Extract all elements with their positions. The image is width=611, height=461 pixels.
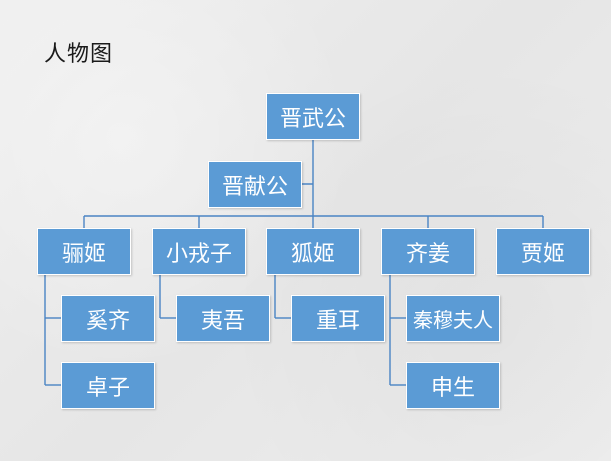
node-zhuozi: 卓子 xyxy=(61,362,155,409)
node-jin-xiangong: 晋献公 xyxy=(208,161,302,208)
node-jiaji: 贾姬 xyxy=(496,228,590,275)
page-title: 人物图 xyxy=(44,42,114,67)
node-xiqi: 奚齐 xyxy=(61,295,155,342)
node-chonger: 重耳 xyxy=(291,295,385,342)
node-qijiang: 齐姜 xyxy=(381,228,475,275)
node-liji: 骊姬 xyxy=(37,228,131,275)
node-qinmu-furen: 秦穆夫人 xyxy=(406,295,500,342)
node-jin-wugong: 晋武公 xyxy=(266,93,360,140)
node-huji: 狐姬 xyxy=(266,228,360,275)
node-xiaorongzi: 小戎子 xyxy=(152,228,246,275)
node-yiwu: 夷吾 xyxy=(176,295,270,342)
node-shensheng: 申生 xyxy=(406,362,500,409)
